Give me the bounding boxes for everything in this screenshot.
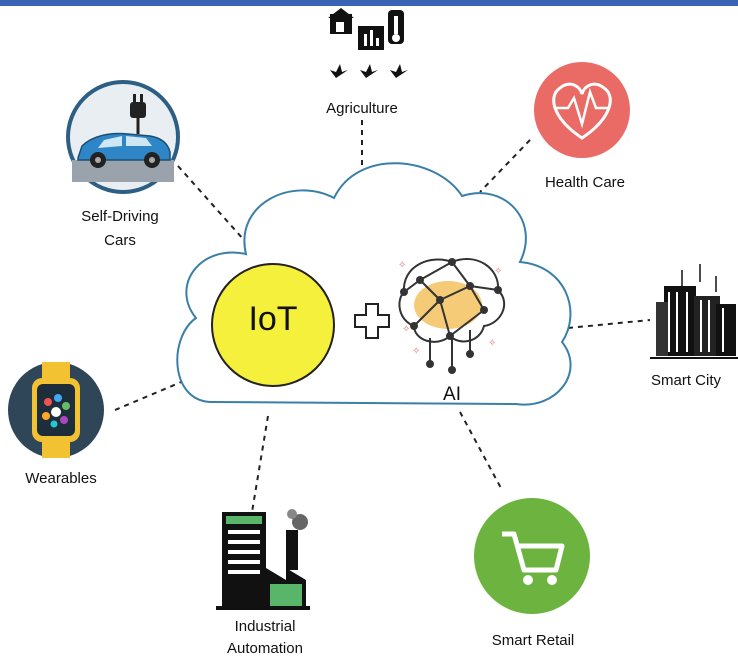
heart-pulse-icon — [552, 82, 612, 140]
smart-retail-node — [474, 498, 590, 614]
svg-text:✧: ✧ — [488, 338, 496, 349]
svg-text:✧: ✧ — [412, 346, 420, 357]
wearables-node — [8, 362, 104, 458]
shopping-cart-icon — [502, 531, 565, 573]
self-driving-node — [66, 80, 180, 194]
city-buildings-icon — [650, 264, 738, 359]
smart-city-label: Smart City — [650, 372, 721, 389]
svg-text:✧: ✧ — [494, 266, 502, 277]
top-bar — [0, 0, 738, 6]
self-driving-label-line1: Self-Driving — [81, 208, 159, 225]
connector-self-driving — [177, 165, 245, 241]
connectors — [114, 120, 651, 513]
industrial-label-line2: Automation — [227, 640, 303, 657]
car-plug-icon — [130, 94, 146, 134]
industrial-label-line1: Industrial — [234, 618, 296, 635]
smart-retail-label: Smart Retail — [491, 632, 575, 649]
iot-circle — [211, 263, 335, 387]
self-driving-label-line2: Cars — [104, 232, 136, 249]
connector-health — [479, 139, 531, 193]
connector-wearables — [114, 379, 187, 411]
connector-industrial — [251, 415, 269, 513]
wearables-label: Wearables — [25, 470, 97, 487]
factory-icon — [216, 509, 310, 610]
ai-brain-icon: ✧✧ ✧✧ ✧ — [398, 257, 505, 374]
health-circle — [534, 62, 630, 158]
svg-text:✧: ✧ — [398, 260, 406, 271]
farm-icon — [328, 8, 408, 78]
ai-label: AI — [443, 384, 461, 405]
smartwatch-icon — [32, 362, 80, 458]
plus-icon — [354, 303, 390, 339]
health-care-label: Health Care — [544, 174, 626, 191]
iot-label: IoT — [248, 300, 298, 338]
health-care-node — [534, 62, 630, 158]
retail-circle — [474, 498, 590, 614]
svg-text:✧: ✧ — [402, 324, 410, 335]
agriculture-label: Agriculture — [326, 100, 398, 117]
connector-retail — [459, 411, 503, 491]
connector-smart-city — [567, 319, 651, 329]
